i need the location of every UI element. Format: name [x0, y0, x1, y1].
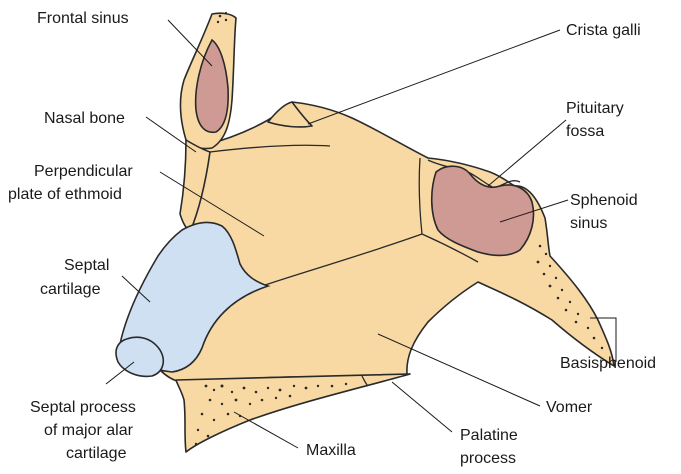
label-sphenoid-sinus-line2: sinus: [570, 215, 607, 232]
label-septal-process-line2: of major alar: [44, 422, 134, 439]
leader-crista-galli: [308, 30, 560, 124]
label-septal-process-line1: Septal process: [30, 399, 136, 416]
label-crista-galli: Crista galli: [566, 22, 641, 39]
label-perpendicular-plate-line1: Perpendicular: [34, 163, 133, 180]
label-septal-cartilage-line2: cartilage: [40, 281, 101, 298]
label-septal-cartilage-line1: Septal: [64, 257, 109, 274]
leader-palatine-process: [392, 382, 452, 432]
label-frontal-sinus: Frontal sinus: [37, 10, 129, 27]
label-perpendicular-plate-line2: plate of ethmoid: [8, 186, 122, 203]
label-maxilla: Maxilla: [306, 442, 356, 459]
label-basisphenoid: Basisphenoid: [560, 355, 656, 372]
leader-maxilla: [234, 412, 298, 448]
label-nasal-bone: Nasal bone: [44, 110, 125, 127]
label-septal-process-line3: cartilage: [66, 445, 127, 462]
leader-pituitary-fossa: [488, 120, 566, 186]
label-sphenoid-sinus-line1: Sphenoid: [570, 192, 638, 209]
label-vomer: Vomer: [546, 399, 593, 416]
label-palatine-process-line1: Palatine: [460, 427, 518, 444]
label-pituitary-fossa-line2: fossa: [566, 123, 604, 140]
label-pituitary-fossa-line1: Pituitary: [566, 100, 624, 117]
label-palatine-process-line2: process: [460, 450, 516, 467]
